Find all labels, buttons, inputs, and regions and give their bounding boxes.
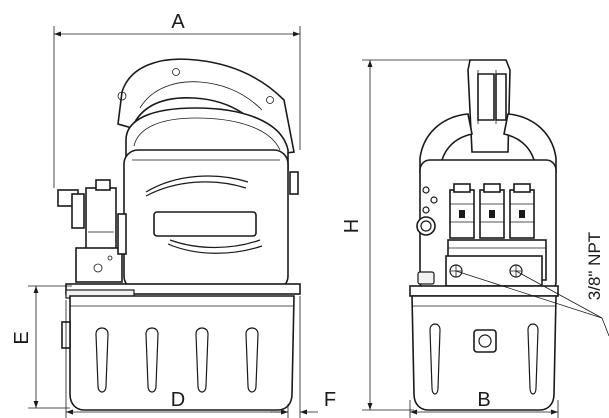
dimension-b: B [409, 389, 559, 418]
dimension-e: E [11, 285, 72, 409]
dimension-d-label: D [171, 389, 185, 411]
dimension-a-label: A [171, 11, 185, 33]
npt-callout: 3/8" NPT [455, 232, 609, 337]
side-view [57, 58, 301, 411]
dimension-f: F [270, 296, 336, 418]
dimension-d: D [65, 300, 289, 418]
dimension-b-label: B [477, 389, 490, 411]
front-view [409, 59, 559, 411]
npt-label: 3/8" NPT [585, 232, 604, 300]
dimension-h-label: H [341, 219, 363, 233]
dimension-f-label: F [324, 389, 336, 411]
dimension-a: A [53, 11, 301, 188]
dimension-h: H [341, 59, 472, 411]
dimension-e-label: E [11, 331, 33, 344]
